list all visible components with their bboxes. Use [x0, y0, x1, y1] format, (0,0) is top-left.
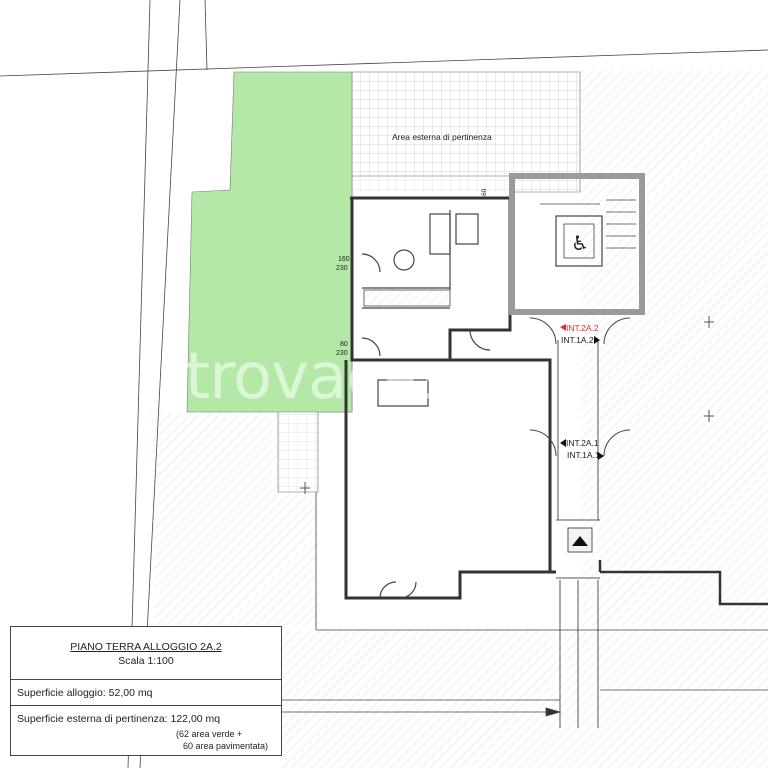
- entry-arrow-icon: [572, 536, 588, 546]
- paved-area-upper: [352, 72, 580, 192]
- int-1a1-label: INT.1A.1: [567, 450, 600, 460]
- note-paved-area: 60 area pavimentata): [183, 741, 269, 751]
- accessibility-icon: ♿: [571, 233, 589, 255]
- apartment-partitions: [361, 210, 491, 599]
- int-2a2-marker-icon: [560, 324, 566, 331]
- title-block: PIANO TERRA ALLOGGIO 2A.2 Scala 1:100 Su…: [10, 626, 282, 756]
- hatched-area-bottom: [282, 630, 768, 768]
- hatched-area-right: [580, 70, 768, 626]
- surface-external: Superficie esterna di pertinenza: 122,00…: [17, 713, 221, 725]
- int-1a2-marker-icon: [594, 336, 600, 344]
- int-2a1-label: INT.2A.1: [566, 438, 599, 448]
- dimension-60: 60: [481, 188, 488, 196]
- surface-unit: Superficie alloggio: 52,00 mq: [17, 687, 153, 699]
- light-marks: [300, 316, 714, 494]
- title-separator: [11, 679, 281, 680]
- external-area-label: Area esterna di pertinenza: [392, 132, 492, 142]
- dimension-230-b: 230: [336, 350, 348, 357]
- core-doors: [529, 317, 631, 457]
- dimension-160: 160: [338, 256, 350, 263]
- green-area: [186, 71, 353, 413]
- surface-separator: [11, 705, 281, 706]
- int-1a2-label: INT.1A.2: [561, 335, 594, 345]
- kitchen-counter: [363, 289, 451, 307]
- corridor: [556, 340, 600, 728]
- stair-core: ♿: [509, 173, 645, 315]
- dimension-80: 80: [340, 341, 348, 348]
- boundary-lines-bottom: [282, 492, 768, 717]
- plan-scale: Scala 1:100: [118, 655, 174, 667]
- hatched-area-bottom-left: [150, 412, 318, 626]
- plan-title: PIANO TERRA ALLOGGIO 2A.2: [70, 641, 222, 653]
- int-2a2-label: INT.2A.2: [566, 323, 599, 333]
- lower-right-walls: [598, 560, 768, 606]
- int-1a1-marker-icon: [598, 452, 604, 460]
- note-green-area: (62 area verde +: [176, 729, 243, 739]
- dimension-230-a: 230: [336, 265, 348, 272]
- int-2a1-marker-icon: [560, 439, 566, 447]
